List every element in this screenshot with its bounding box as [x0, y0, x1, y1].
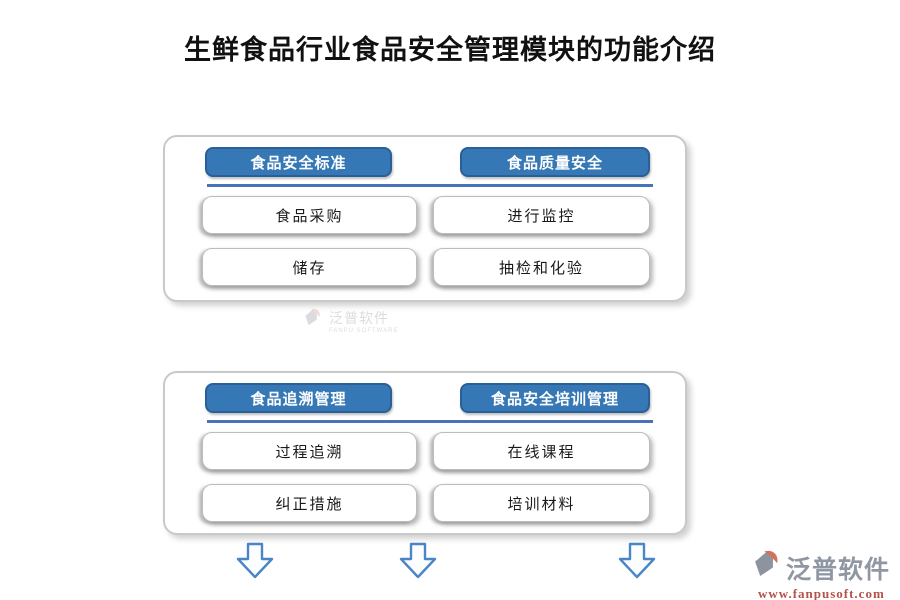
brand-logo: 泛普软件 www.fanpusoft.com — [750, 547, 895, 600]
watermark-logo-icon — [302, 306, 324, 335]
watermark-subtext: FANPU SOFTWARE — [329, 327, 399, 334]
brand-logo-icon — [750, 547, 784, 588]
watermark-brand: 泛普软件 — [329, 309, 389, 326]
item-button-storage: 储存 — [202, 248, 417, 286]
item-button-food-purchase: 食品采购 — [202, 196, 417, 234]
watermark: 泛普软件 FANPU SOFTWARE — [302, 306, 442, 335]
divider-line — [207, 184, 653, 187]
module-card-food-safety: 食品安全标准 食品质量安全 食品采购 进行监控 储存 抽检和化验 — [163, 135, 687, 302]
item-button-training-material: 培训材料 — [433, 484, 650, 522]
down-arrow-icon — [235, 542, 275, 580]
item-button-sampling-test: 抽检和化验 — [433, 248, 650, 286]
down-arrow-icon — [398, 542, 438, 580]
brand-url: www.fanpusoft.com — [758, 586, 885, 600]
header-button-food-quality-safety: 食品质量安全 — [460, 147, 650, 177]
item-button-monitoring: 进行监控 — [433, 196, 650, 234]
header-button-food-safety-standard: 食品安全标准 — [205, 147, 392, 177]
divider-line — [207, 420, 653, 423]
header-button-training-management: 食品安全培训管理 — [460, 383, 650, 413]
module-card-trace-training: 食品追溯管理 食品安全培训管理 过程追溯 在线课程 纠正措施 培训材料 — [163, 371, 687, 535]
page-title: 生鲜食品行业食品安全管理模块的功能介绍 — [184, 35, 716, 65]
header-button-trace-management: 食品追溯管理 — [205, 383, 392, 413]
brand-name: 泛普软件 — [786, 555, 891, 584]
down-arrow-icon — [617, 542, 657, 580]
item-button-corrective-action: 纠正措施 — [202, 484, 417, 522]
item-button-online-course: 在线课程 — [433, 432, 650, 470]
item-button-process-trace: 过程追溯 — [202, 432, 417, 470]
